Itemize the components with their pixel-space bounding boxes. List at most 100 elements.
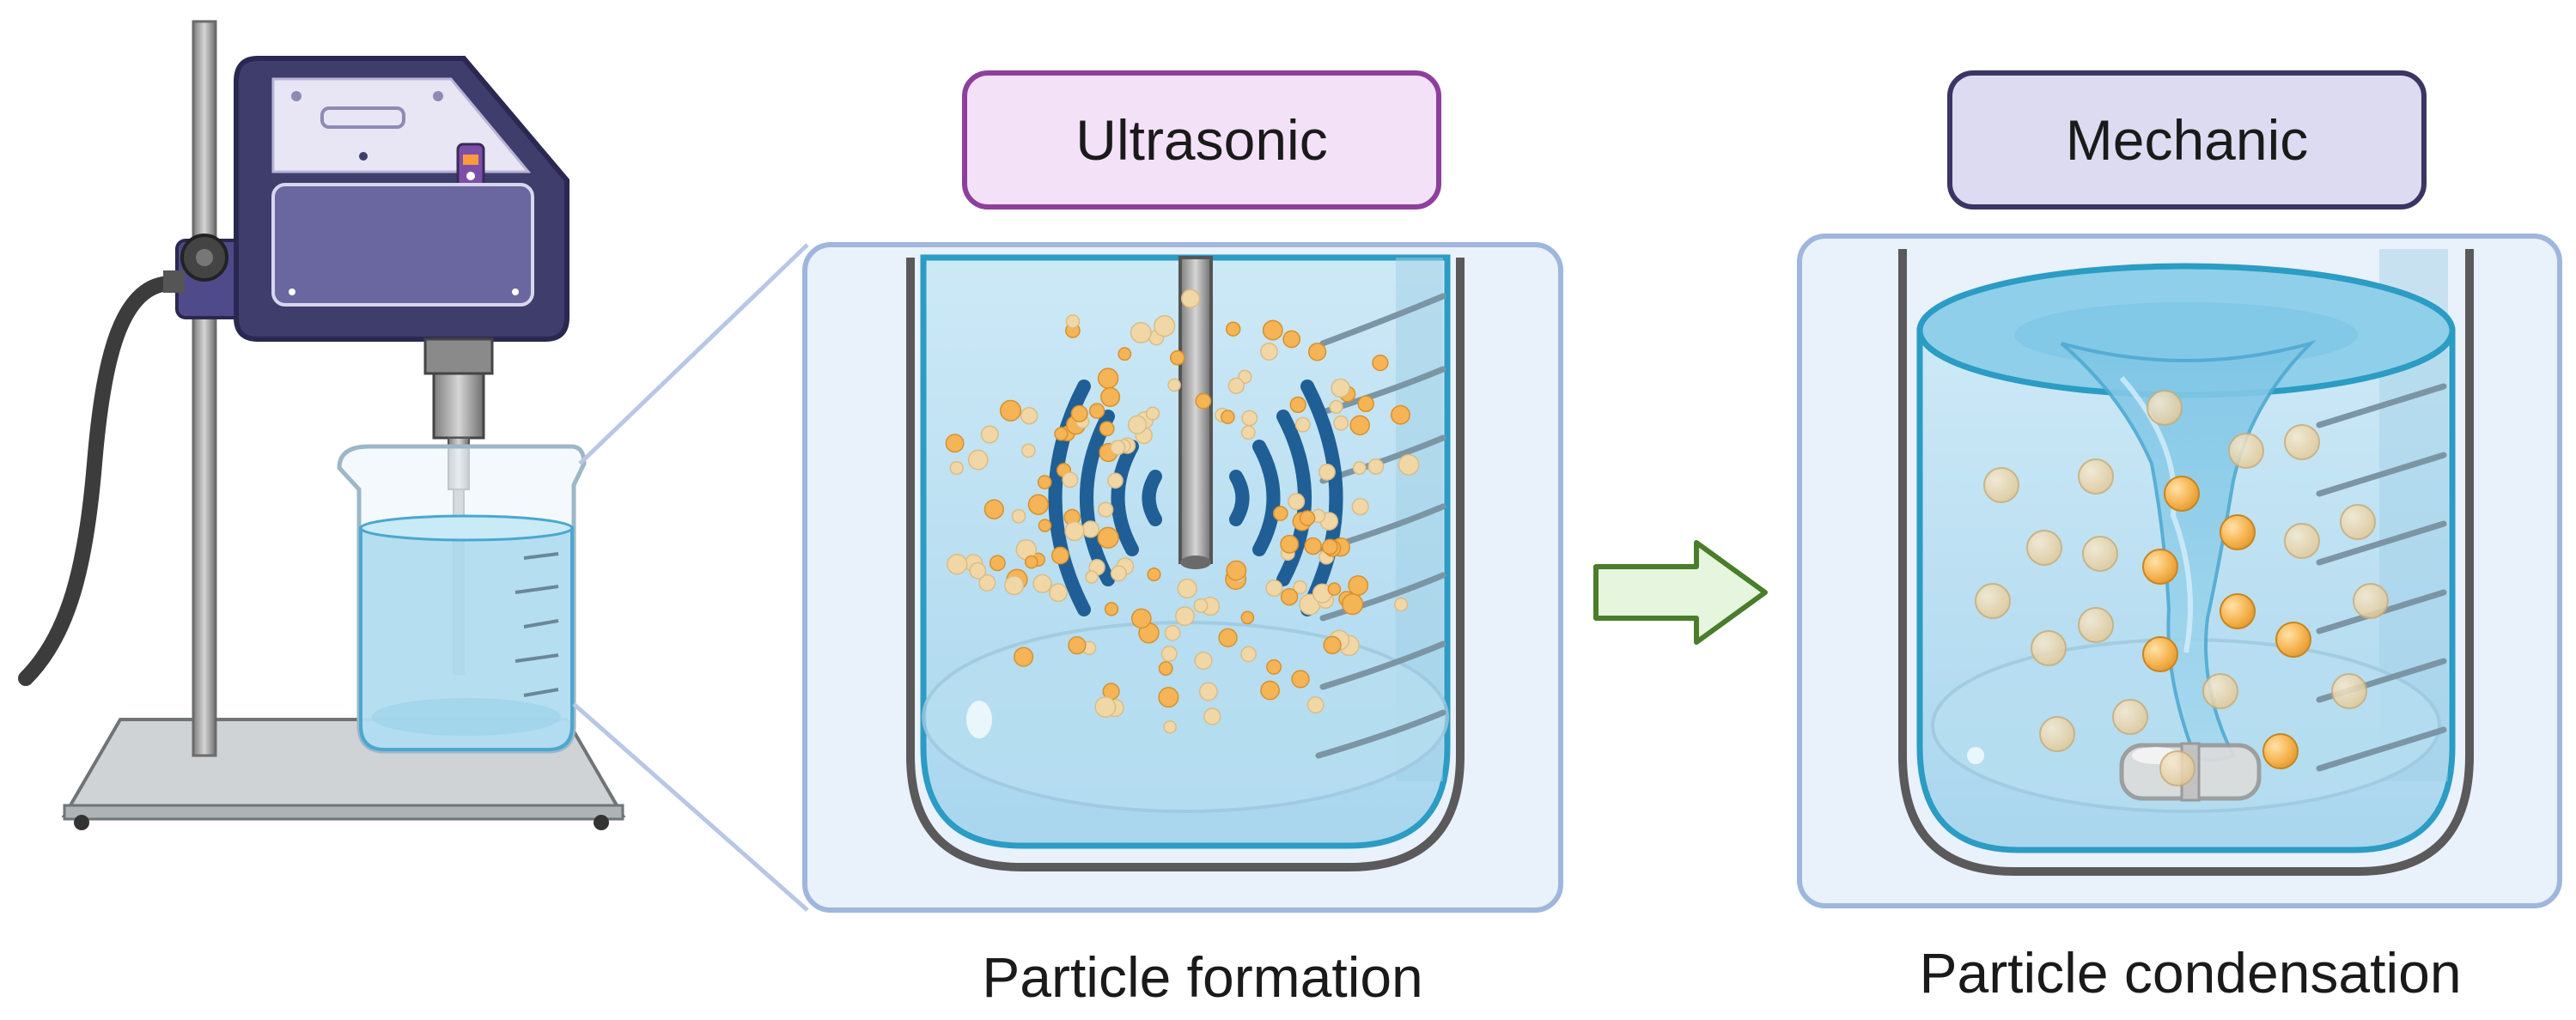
particle (1241, 410, 1258, 427)
particle (1367, 458, 1385, 475)
particle (1085, 570, 1099, 584)
particle (2340, 504, 2376, 540)
particle (967, 449, 989, 471)
particle (2202, 673, 2238, 709)
sonicator-device-icon (234, 56, 569, 675)
particle (1127, 415, 1148, 434)
particle (1160, 645, 1178, 662)
particle (1307, 343, 1327, 361)
particle (1293, 580, 1307, 595)
particle (1167, 378, 1181, 392)
particle (984, 499, 1004, 519)
particle (1081, 520, 1099, 538)
particle (1158, 661, 1173, 677)
particle (1011, 508, 1026, 524)
particle (2331, 673, 2367, 709)
particle (1130, 321, 1152, 343)
mechanic-panel (1797, 234, 2562, 908)
particle (945, 434, 965, 453)
particle (2220, 593, 2256, 629)
particle (1357, 395, 1374, 413)
particle (1289, 396, 1306, 414)
particle (2284, 523, 2320, 559)
particle (1280, 534, 1300, 554)
particle (2142, 549, 2178, 585)
particle (1306, 696, 1325, 714)
particle (1218, 628, 1238, 647)
particle (1240, 610, 1255, 625)
particle (1097, 367, 1119, 389)
particle (1104, 602, 1119, 616)
particle (1291, 670, 1310, 689)
ultrasonic-panel (802, 242, 1563, 913)
particle (1004, 575, 1025, 596)
particle (1349, 415, 1370, 436)
particle (1321, 538, 1338, 556)
particle (1391, 404, 1410, 425)
particle (1265, 579, 1283, 598)
particle (2078, 458, 2114, 495)
particle (2284, 424, 2320, 460)
mechanic-method-label: Mechanic (1947, 70, 2427, 209)
particle (1145, 406, 1160, 421)
particle (2026, 530, 2062, 566)
particle (1027, 494, 1050, 515)
particle (2031, 630, 2067, 666)
particle (1240, 646, 1257, 663)
particle (1198, 682, 1218, 701)
particle (1054, 427, 1069, 441)
ultrasonic-method-label: Ultrasonic (962, 70, 1441, 209)
particle (2164, 476, 2200, 512)
particle (1117, 347, 1132, 361)
particle (1240, 425, 1256, 440)
particle (1020, 406, 1038, 425)
small-beaker-icon (337, 444, 587, 754)
particle (2220, 514, 2256, 550)
particle (2142, 636, 2178, 672)
particle (1372, 354, 1389, 372)
particle (1049, 583, 1069, 603)
particle (2147, 390, 2183, 426)
particle (1288, 493, 1306, 511)
particle (1393, 597, 1409, 612)
particle (1351, 498, 1369, 516)
particle (1221, 410, 1235, 424)
particle (2082, 536, 2118, 572)
particle (1323, 635, 1342, 654)
particle (1164, 624, 1181, 641)
particle (1262, 319, 1283, 341)
particle (1983, 467, 2019, 503)
particle (1038, 519, 1052, 532)
particle (1352, 461, 1367, 476)
particle (1282, 330, 1301, 349)
particle (1226, 560, 1247, 581)
particle (1327, 582, 1342, 596)
particle (1065, 314, 1081, 329)
particle (980, 425, 999, 444)
particle (1348, 574, 1369, 596)
particle (1331, 378, 1350, 398)
particle (1094, 695, 1117, 718)
particle (1097, 526, 1119, 549)
particle (1099, 421, 1115, 437)
particle (2112, 699, 2148, 735)
particle (1294, 416, 1311, 433)
particle (1299, 510, 1316, 526)
particle (1203, 707, 1221, 726)
particle (1024, 555, 1038, 569)
particle-condensation-caption: Particle condensation (1919, 941, 2462, 1005)
particle (2353, 583, 2389, 619)
particle (1266, 659, 1282, 675)
particle-cluster (1975, 390, 2389, 786)
particle-formation-caption: Particle formation (982, 945, 1423, 1009)
particle (1304, 537, 1322, 556)
particle (989, 555, 1006, 572)
particle (1110, 440, 1126, 456)
particle (1272, 506, 1288, 521)
particle (1260, 343, 1278, 361)
particle (1100, 386, 1121, 407)
stand-rod (192, 20, 217, 757)
particle (1163, 719, 1177, 734)
particle (1180, 288, 1201, 308)
